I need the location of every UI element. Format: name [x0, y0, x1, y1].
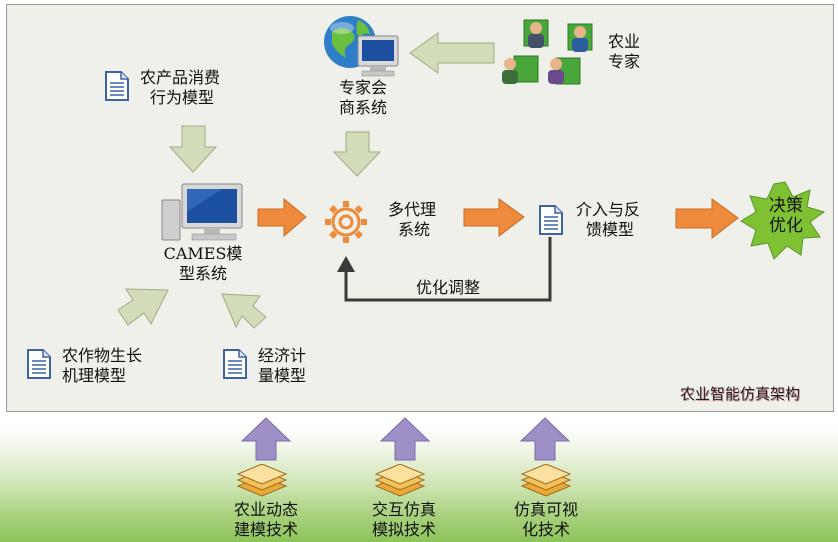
intervention-model-label: 介入与反 馈模型 [576, 200, 640, 240]
globe-computer-icon [324, 16, 399, 77]
intervention-line-2: 馈模型 [586, 220, 635, 239]
tech-2-line-2: 模拟技术 [371, 520, 436, 539]
green-arrow-econ-to-cames [221, 293, 267, 329]
cames-line-1: CAMES模 [163, 244, 243, 263]
econ-model-label: 经济计 量模型 [258, 346, 306, 386]
architecture-title: 农业智能仿真架构 [679, 385, 800, 403]
intervention-line-1: 介入与反 [576, 200, 641, 219]
document-icon-intervention [539, 205, 563, 235]
tech-label-3: 仿真可视 化技术 [498, 500, 594, 540]
purple-arrow-1 [240, 417, 292, 461]
decision-star [740, 181, 826, 260]
crop-model-line-2: 机理模型 [62, 366, 127, 385]
tech-label-1: 农业动态 建模技术 [218, 500, 314, 540]
purple-arrow-2 [379, 417, 431, 461]
experts-line-2: 专家 [608, 52, 641, 71]
computer-icon [161, 183, 243, 241]
feedback-label: 优化调整 [415, 278, 480, 297]
tech-1-line-1: 农业动态 [233, 500, 298, 519]
orange-arrow-intervention-to-decision [675, 198, 739, 240]
multi-agent-line-2: 系统 [398, 220, 431, 239]
orange-arrow-cames-to-agent [257, 197, 307, 238]
consumer-model-line-1: 农产品消费 [140, 68, 221, 87]
consumer-model-line-2: 行为模型 [150, 88, 215, 107]
tech-label-2: 交互仿真 模拟技术 [356, 500, 452, 540]
feedback-arrowhead [337, 256, 355, 272]
paper-stack-icon-3 [520, 464, 572, 497]
feedback-connector [344, 237, 552, 302]
crop-model-label: 农作物生长 机理模型 [62, 346, 142, 386]
expert-system-label: 专家会 商系统 [325, 78, 401, 118]
orange-arrow-agent-to-intervention [463, 198, 525, 238]
consumer-model-label: 农产品消费 行为模型 [140, 68, 220, 108]
green-arrow-system-to-agent [332, 131, 382, 177]
cames-label: CAMES模 型系统 [158, 244, 248, 284]
architecture-panel [6, 4, 834, 412]
document-icon-econ [223, 349, 247, 379]
tech-2-line-1: 交互仿真 [371, 500, 436, 519]
purple-arrow-3 [519, 417, 571, 461]
multi-agent-line-1: 多代理 [388, 200, 437, 219]
green-arrow-consumer-to-cames [168, 125, 218, 173]
multi-agent-label: 多代理 系统 [388, 200, 436, 240]
econ-model-line-1: 经济计 [258, 346, 307, 365]
tech-1-line-2: 建模技术 [233, 520, 298, 539]
document-icon-consumer [105, 71, 129, 101]
gear-icon [325, 201, 367, 243]
green-arrow-experts-to-system [409, 32, 495, 74]
decision-line-1: 决策 [769, 196, 803, 216]
decision-line-2: 优化 [769, 216, 803, 236]
expert-system-line-2: 商系统 [338, 98, 387, 117]
crop-model-line-1: 农作物生长 [62, 346, 143, 365]
tech-3-line-1: 仿真可视 [513, 500, 578, 519]
paper-stack-icon-2 [374, 464, 426, 497]
decision-label: 决策 优化 [758, 196, 814, 236]
expert-system-line-1: 专家会 [338, 78, 387, 97]
green-arrow-crop-to-cames [117, 288, 169, 326]
paper-stack-icon-1 [236, 464, 288, 497]
econ-model-line-2: 量模型 [258, 366, 307, 385]
document-icon-crop [27, 349, 51, 379]
experts-line-1: 农业 [608, 32, 641, 51]
experts-group-icon [502, 19, 593, 85]
experts-label: 农业 专家 [608, 32, 640, 72]
tech-3-line-2: 化技术 [521, 520, 570, 539]
cames-line-2: 型系统 [178, 264, 227, 283]
